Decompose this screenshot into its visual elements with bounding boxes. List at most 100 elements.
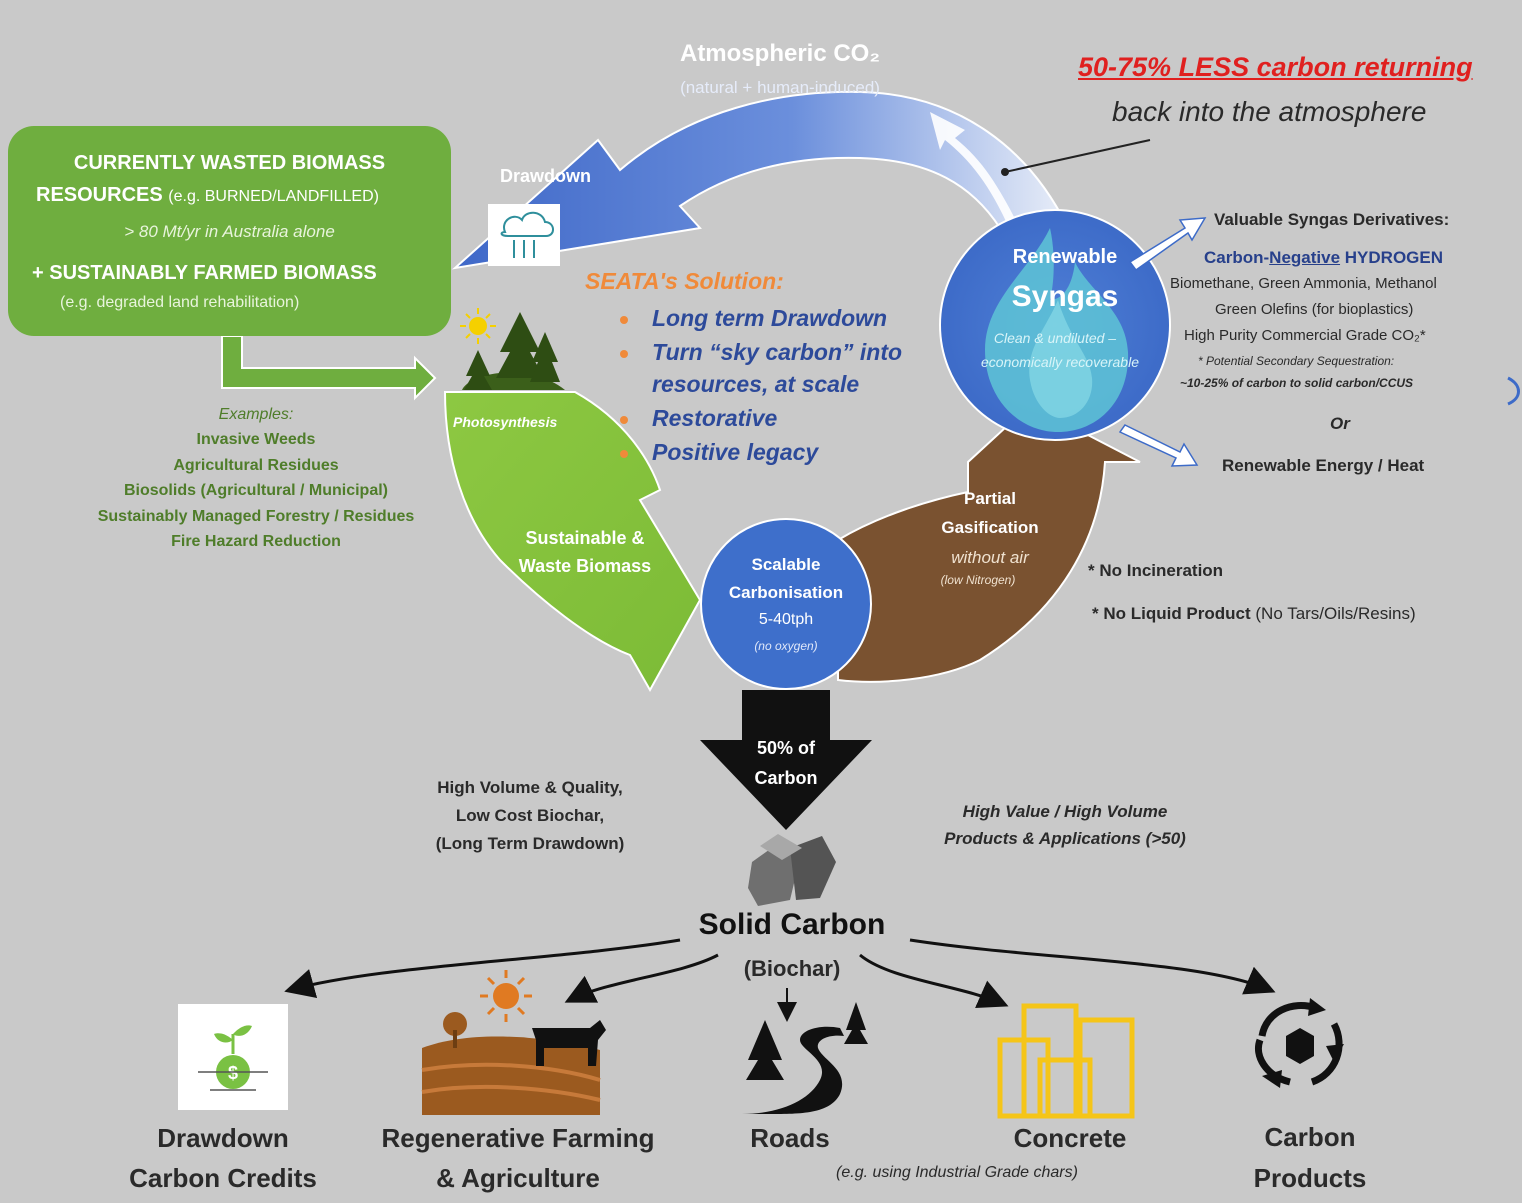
note-no-incineration: * No Incineration <box>1088 561 1224 580</box>
solution-bullet: Restorative <box>652 405 778 431</box>
output-concrete: Concrete <box>1013 1123 1127 1153</box>
example-item: Invasive Weeds <box>196 431 316 448</box>
carbon-credit-icon: $ <box>178 1004 288 1110</box>
gasification-line4: (low Nitrogen) <box>940 573 1016 587</box>
derivatives-line2: Biomethane, Green Ammonia, Methanol <box>1170 275 1437 292</box>
biochar-right-line: Products & Applications (>50) <box>944 829 1186 848</box>
biomass-arrow-line2: Waste Biomass <box>518 556 652 576</box>
trees-sun-icon <box>460 308 565 390</box>
note-no-liquid: * No Liquid Product (No Tars/Oils/Resins… <box>1092 604 1416 624</box>
box-arrow <box>221 335 437 401</box>
solid-carbon-subtitle: (Biochar) <box>743 956 841 981</box>
rocks-icon <box>748 834 836 906</box>
derivatives-line5: * Potential Secondary Sequestration: <box>1198 354 1395 368</box>
hydrogen-prefix: Carbon- <box>1204 248 1270 267</box>
solution-bullet-cont: resources, at scale <box>652 371 860 397</box>
co2-title: Atmospheric CO₂ <box>679 40 881 67</box>
biochar-left-line: High Volume & Quality, <box>437 778 623 797</box>
branch-arrow-products <box>909 938 1276 995</box>
biomass-line5: (e.g. degraded land rehabilitation) <box>60 294 300 311</box>
less-carbon-headline: 50-75% LESS carbon returning <box>1078 52 1473 82</box>
gasification-line2: Gasification <box>941 518 1039 537</box>
hydrogen-suffix: HYDROGEN <box>1340 248 1444 267</box>
derivatives-energy: Renewable Energy / Heat <box>1222 456 1425 475</box>
solution-bullet: Positive legacy <box>652 439 819 465</box>
co2-subtitle: (natural + human-induced) <box>680 78 880 97</box>
solution-bullet-dot <box>620 450 628 458</box>
branch-arrow-farming <box>564 953 719 1003</box>
note-no-liquid-rest: (No Tars/Oils/Resins) <box>1250 604 1416 623</box>
syngas-main: Syngas <box>1011 280 1119 313</box>
ccus-bracket <box>1507 376 1520 406</box>
derivatives-heading: Valuable Syngas Derivatives: <box>1214 210 1450 229</box>
callout-line <box>1004 139 1151 173</box>
solution-bullet-dot <box>620 316 628 324</box>
road-icon <box>742 1002 868 1114</box>
svg-text:$: $ <box>228 1063 238 1083</box>
biomass-line1: CURRENTLY WASTED BIOMASS <box>73 152 386 174</box>
solution-bullet-dot <box>620 416 628 424</box>
biochar-right-line: High Value / High Volume <box>962 802 1168 821</box>
biochar-left-line: (Long Term Drawdown) <box>435 834 625 853</box>
carbon-arrow <box>700 690 872 830</box>
farm-icon <box>421 970 606 1115</box>
biochar-left-text: High Volume & Quality, Low Cost Biochar,… <box>400 774 660 858</box>
branch-arrow-concrete <box>859 953 1009 1009</box>
drawdown-label: Drawdown <box>500 166 592 186</box>
carbonisation-line2: Carbonisation <box>728 583 844 602</box>
derivatives-or: Or <box>1330 414 1350 433</box>
biomass-line2-main: RESOURCES <box>36 184 163 206</box>
solution-title: SEATA's Solution: <box>585 268 784 294</box>
syngas-arrow-down <box>1118 424 1199 467</box>
solution-bullet: Long term Drawdown <box>652 305 888 331</box>
recycle-icon <box>1255 998 1344 1088</box>
biomass-arrow <box>443 391 702 693</box>
callout-dot <box>1001 168 1009 176</box>
co2-arrow <box>451 90 1070 270</box>
carbonisation-line3: 5-40tph <box>758 611 814 628</box>
return-arrow-1 <box>930 112 1020 230</box>
gasification-line1: Partial <box>964 489 1016 508</box>
derivatives-line6: ~10-25% of carbon to solid carbon/CCUS <box>1180 376 1414 390</box>
carbon-arrow-line1: 50% of <box>756 738 816 758</box>
biomass-line2: RESOURCES (e.g. BURNED/LANDFILLED) <box>36 184 379 207</box>
output-products-line2: Products <box>1253 1163 1367 1193</box>
derivatives-line3: Green Olefins (for bioplastics) <box>1215 301 1414 318</box>
output-roads: Roads <box>750 1123 830 1153</box>
photosynthesis-label: Photosynthesis <box>453 414 558 430</box>
carbon-arrow-line2: Carbon <box>754 768 818 788</box>
example-item: Fire Hazard Reduction <box>171 533 341 550</box>
biochar-right-text: High Value / High Volume Products & Appl… <box>910 798 1220 852</box>
output-products-line1: Carbon <box>1264 1122 1356 1152</box>
syngas-arrow-up <box>1128 217 1207 272</box>
example-item: Biosolids (Agricultural / Municipal) <box>123 482 388 499</box>
example-item: Sustainably Managed Forestry / Residues <box>97 507 415 525</box>
biomass-arrow-line1: Sustainable & <box>525 528 645 548</box>
output-farming-line2: & Agriculture <box>436 1163 600 1193</box>
biomass-line4: + SUSTAINABLY FARMED BIOMASS <box>32 262 377 284</box>
less-carbon-subline: back into the atmosphere <box>1112 96 1427 127</box>
examples-list: Examples: Invasive Weeds Agricultural Re… <box>66 402 446 555</box>
branch-arrow-credits <box>284 938 681 999</box>
note-no-liquid-bold: * No Liquid Product <box>1092 604 1251 623</box>
solution-bullet-dot <box>620 350 628 358</box>
hydrogen-negative: Negative <box>1269 248 1341 267</box>
example-item: Agricultural Residues <box>173 456 339 474</box>
biomass-line2-small: (e.g. BURNED/LANDFILLED) <box>168 188 379 205</box>
solid-carbon-title: Solid Carbon <box>698 908 886 941</box>
derivatives-hydrogen: Carbon-Negative HYDROGEN <box>1204 248 1443 268</box>
output-credits-line1: Drawdown <box>157 1123 289 1153</box>
carbonisation-circle <box>700 518 872 690</box>
industrial-note: (e.g. using Industrial Grade chars) <box>836 1164 1078 1181</box>
carbonisation-line1: Scalable <box>751 555 821 574</box>
examples-heading: Examples: <box>218 406 294 423</box>
output-farming-line1: Regenerative Farming <box>381 1123 655 1153</box>
syngas-note2: economically recoverable <box>981 354 1139 370</box>
biomass-line3: > 80 Mt/yr in Australia alone <box>124 222 335 241</box>
carbonisation-line4: (no oxygen) <box>754 639 818 653</box>
syngas-top: Renewable <box>1012 246 1118 268</box>
biomass-resources-box <box>8 126 451 336</box>
output-credits-line2: Carbon Credits <box>129 1163 317 1193</box>
derivatives-line4: High Purity Commercial Grade CO₂* <box>1184 327 1426 344</box>
